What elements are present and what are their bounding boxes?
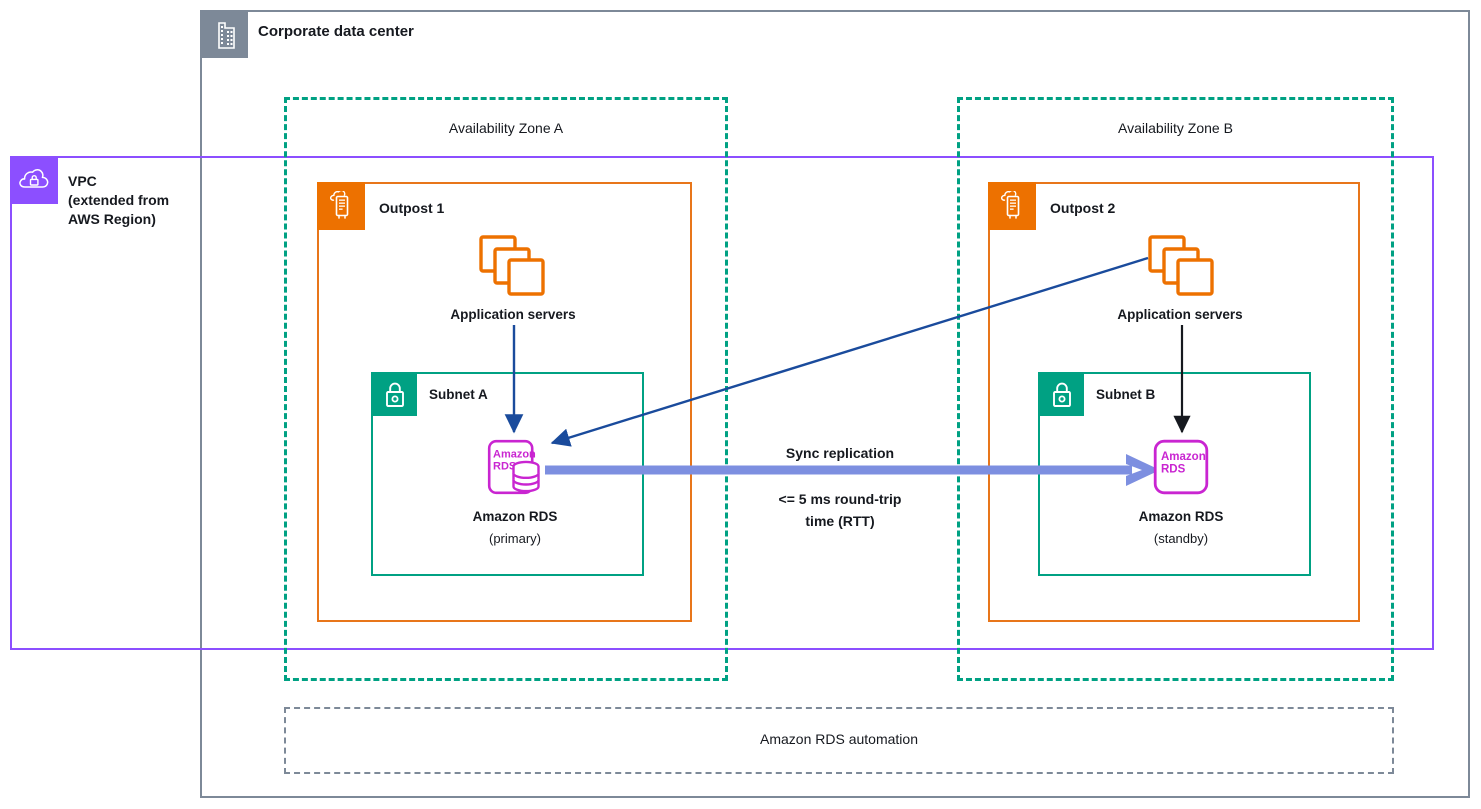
rds-standby-name: Amazon RDS (1138, 509, 1224, 524)
vpc-label: VPC (extended from AWS Region) (68, 172, 169, 229)
svg-text:RDS: RDS (1161, 464, 1186, 476)
sync-replication-label: Sync replication (785, 445, 895, 461)
subnet-lock-icon (373, 372, 417, 416)
subnet-a-label: Subnet A (429, 387, 488, 402)
vpc-cloud-lock-icon (10, 156, 58, 204)
application-servers-icon (478, 234, 548, 296)
sync-latency-line-1: <= 5 ms round-trip (778, 491, 902, 507)
outpost-rack-icon (317, 182, 365, 230)
svg-text:Amazon: Amazon (1161, 451, 1206, 463)
outpost-rack-icon (988, 182, 1036, 230)
rds-automation-boundary (284, 707, 1394, 774)
sync-replication-latency-label: <= 5 ms round-trip time (RTT) (700, 488, 980, 532)
vpc-label-line-2: (extended from (68, 192, 170, 208)
rds-primary-role: (primary) (489, 531, 541, 546)
subnet-b-label: Subnet B (1096, 387, 1156, 402)
svg-text:Amazon: Amazon (493, 449, 536, 461)
vpc-label-line-1: VPC (68, 173, 97, 189)
svg-text:RDS: RDS (493, 461, 516, 473)
sync-latency-line-2: time (RTT) (805, 513, 875, 529)
availability-zone-a-label: Availability Zone A (448, 120, 564, 136)
outpost-2-label: Outpost 2 (1050, 200, 1116, 216)
amazon-rds-icon: Amazon RDS (487, 439, 543, 495)
availability-zone-b-label: Availability Zone B (1118, 120, 1233, 136)
rds-standby-role: (standby) (1153, 531, 1209, 546)
subnet-lock-icon (1040, 372, 1084, 416)
application-servers-icon (1147, 234, 1217, 296)
outpost-1-label: Outpost 1 (379, 200, 445, 216)
amazon-rds-icon: Amazon RDS (1153, 439, 1209, 495)
corporate-data-center-label: Corporate data center (258, 23, 414, 40)
application-servers-label: Application servers (450, 307, 576, 322)
application-servers-label: Application servers (1117, 307, 1243, 322)
corporate-data-center-icon (200, 10, 248, 58)
rds-primary-name: Amazon RDS (472, 509, 558, 524)
vpc-label-line-3: AWS Region) (68, 211, 156, 227)
corporate-data-center-boundary (200, 10, 1470, 798)
vpc-boundary (10, 156, 1434, 650)
rds-automation-label: Amazon RDS automation (760, 731, 918, 747)
